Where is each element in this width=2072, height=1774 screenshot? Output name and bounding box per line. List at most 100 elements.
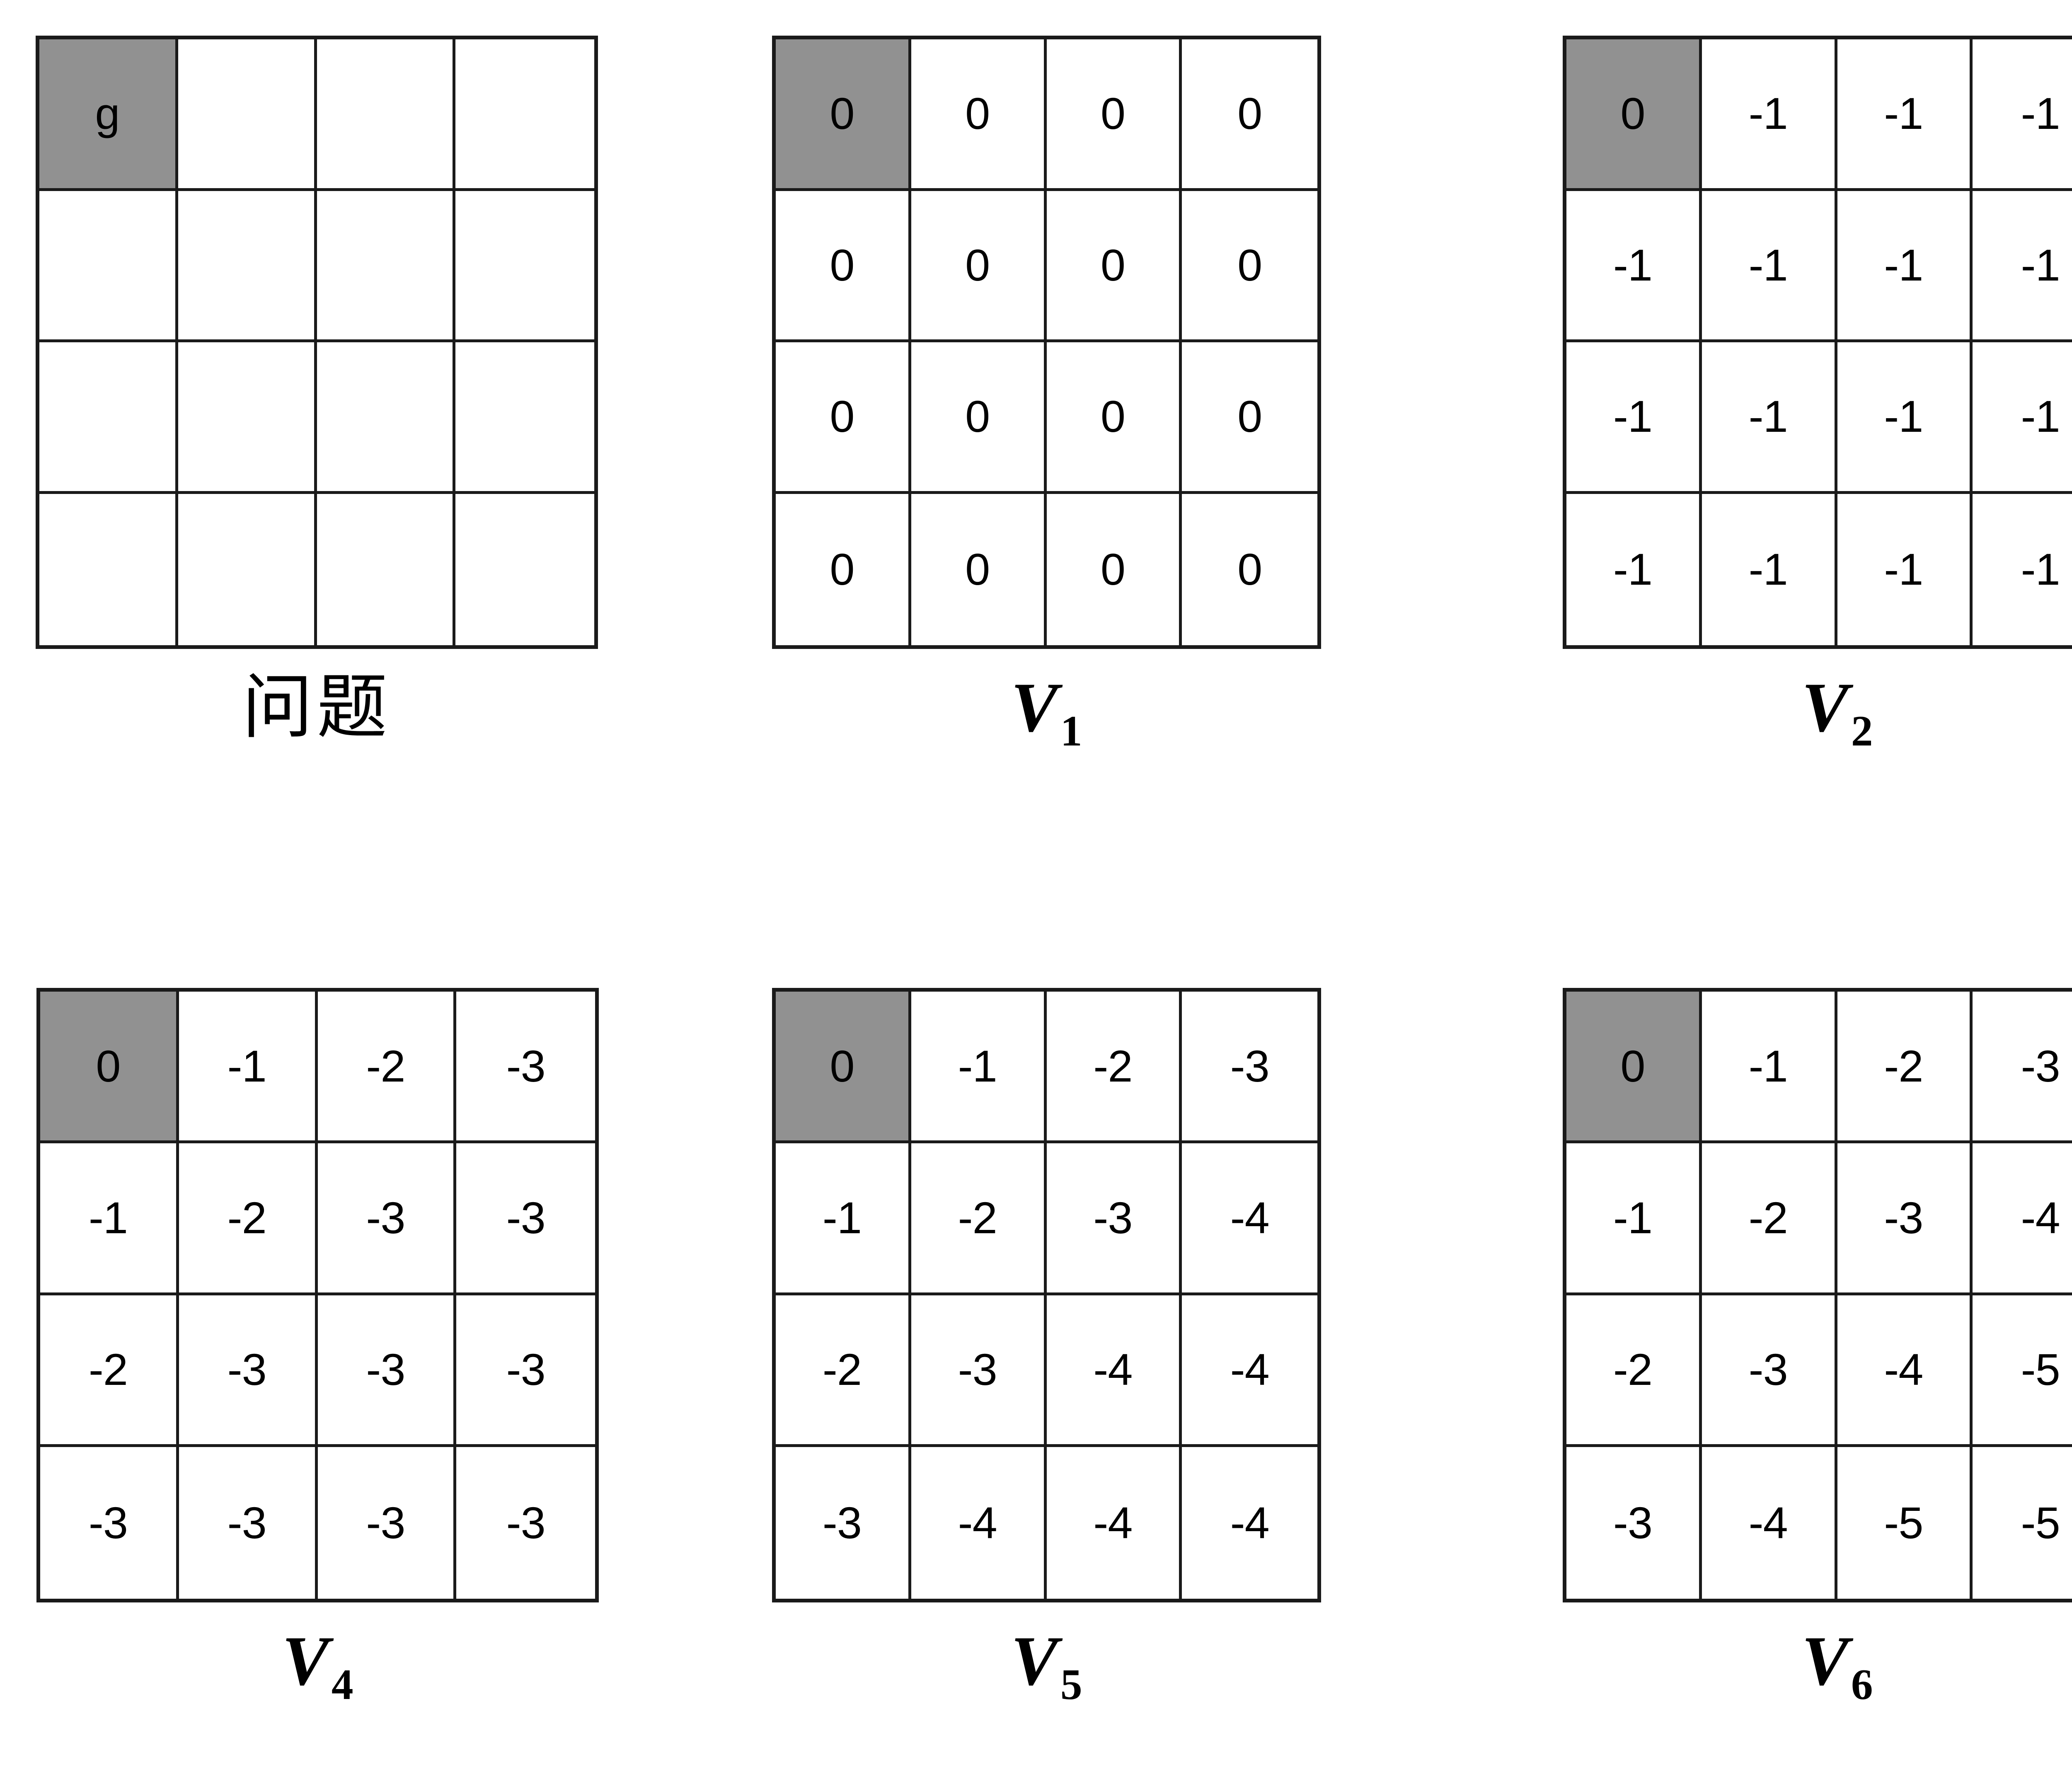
grid-cell bbox=[455, 191, 594, 342]
grid-cell bbox=[39, 191, 178, 342]
panel-label-text: V bbox=[282, 1622, 329, 1700]
panel-label-v1: V1 bbox=[1011, 672, 1082, 753]
grid-cell: -2 bbox=[911, 1143, 1047, 1295]
grid-cell: -2 bbox=[1566, 1295, 1702, 1447]
grid-cell: -3 bbox=[456, 1143, 595, 1295]
grid-cell: -1 bbox=[1566, 342, 1702, 494]
grid-cell: -3 bbox=[776, 1447, 911, 1599]
panel-label-text: 问题 bbox=[242, 666, 392, 748]
grid-cell: -3 bbox=[40, 1447, 179, 1599]
panel-label-subscript: 6 bbox=[1851, 1660, 1873, 1709]
value-grid-v6: 0-1-2-3-1-2-3-4-2-3-4-5-3-4-5-5 bbox=[1563, 988, 2072, 1602]
grid-cell: -1 bbox=[1566, 494, 1702, 645]
grid-cell: -2 bbox=[179, 1143, 318, 1295]
grid-cell bbox=[455, 342, 594, 494]
grid-cell: -4 bbox=[911, 1447, 1047, 1599]
grid-cell: 0 bbox=[1566, 992, 1702, 1144]
grid-cell: -3 bbox=[179, 1447, 318, 1599]
panel-label-subscript: 5 bbox=[1060, 1660, 1082, 1709]
grid-cell: -1 bbox=[1702, 992, 1837, 1144]
grid-cell bbox=[39, 342, 178, 494]
panel-label-problem: 问题 bbox=[242, 672, 391, 743]
grid-cell: -1 bbox=[40, 1143, 179, 1295]
grid-cell: -3 bbox=[1566, 1447, 1702, 1599]
grid-cell: -1 bbox=[1702, 342, 1837, 494]
grid-cell: -1 bbox=[1973, 39, 2072, 191]
panel-label-v4: V4 bbox=[282, 1626, 353, 1706]
grid-cell: -5 bbox=[1973, 1447, 2072, 1599]
grid-cell: 0 bbox=[1566, 39, 1702, 191]
grid-cell: -5 bbox=[1837, 1447, 1973, 1599]
grid-cell: -4 bbox=[1046, 1295, 1182, 1447]
grid-cell: -3 bbox=[456, 1447, 595, 1599]
grid-cell: 0 bbox=[776, 342, 911, 494]
grid-cell: -4 bbox=[1702, 1447, 1837, 1599]
grid-cell: -3 bbox=[317, 1143, 457, 1295]
grid-cell: -1 bbox=[1973, 191, 2072, 342]
grid-cell: -3 bbox=[911, 1295, 1047, 1447]
grid-cell: -1 bbox=[1837, 342, 1973, 494]
grid-cell bbox=[455, 39, 594, 191]
grid-cell: -2 bbox=[40, 1295, 179, 1447]
grid-cell bbox=[455, 494, 594, 645]
grid-cell: 0 bbox=[1182, 191, 1317, 342]
panel-label-text: V bbox=[1801, 668, 1849, 746]
grid-cell: -1 bbox=[1837, 191, 1973, 342]
panel-label-text: V bbox=[1801, 1622, 1849, 1700]
grid-cell: -1 bbox=[1973, 494, 2072, 645]
grid-cell: 0 bbox=[911, 191, 1047, 342]
value-grid-v2: 0-1-1-1-1-1-1-1-1-1-1-1-1-1-1-1 bbox=[1563, 36, 2072, 649]
grid-cell: -3 bbox=[179, 1295, 318, 1447]
grid-cell bbox=[317, 494, 456, 645]
panel-label-subscript: 1 bbox=[1060, 707, 1082, 755]
grid-cell bbox=[317, 342, 456, 494]
grid-cell bbox=[178, 39, 317, 191]
grid-cell: -3 bbox=[1973, 992, 2072, 1144]
grid-cell: -1 bbox=[1702, 39, 1837, 191]
grid-cell: 0 bbox=[776, 992, 911, 1144]
panel-label-text: V bbox=[1011, 668, 1058, 746]
value-grid-problem: g bbox=[36, 36, 598, 649]
grid-cell: -1 bbox=[1702, 191, 1837, 342]
grid-cell: -1 bbox=[1566, 1143, 1702, 1295]
panel-label-subscript: 2 bbox=[1851, 707, 1873, 755]
grid-cell: -1 bbox=[1837, 39, 1973, 191]
grid-panel-problem: g 问题 bbox=[36, 36, 598, 743]
grid-cell: 0 bbox=[911, 39, 1047, 191]
grid-cell: -4 bbox=[1837, 1295, 1973, 1447]
grid-cell: -4 bbox=[1182, 1143, 1317, 1295]
grid-cell: -4 bbox=[1973, 1143, 2072, 1295]
grid-cell: -3 bbox=[456, 992, 595, 1144]
grid-cell: -3 bbox=[1182, 992, 1317, 1144]
grid-cell: -4 bbox=[1182, 1447, 1317, 1599]
grid-cell: 0 bbox=[1046, 191, 1182, 342]
grid-cell: -2 bbox=[776, 1295, 911, 1447]
grid-cell: -2 bbox=[1837, 992, 1973, 1144]
grid-cell: -3 bbox=[1837, 1143, 1973, 1295]
grid-cell: -1 bbox=[1837, 494, 1973, 645]
grid-cell: 0 bbox=[1182, 342, 1317, 494]
grid-cell: -2 bbox=[317, 992, 457, 1144]
grid-cell: g bbox=[39, 39, 178, 191]
grid-cell: -2 bbox=[1046, 992, 1182, 1144]
value-grid-v5: 0-1-2-3-1-2-3-4-2-3-4-4-3-4-4-4 bbox=[772, 988, 1321, 1602]
grid-cell: -1 bbox=[776, 1143, 911, 1295]
panel-label-text: V bbox=[1011, 1622, 1058, 1700]
panel-label-subscript: 4 bbox=[331, 1660, 353, 1709]
grid-cell: -5 bbox=[1973, 1295, 2072, 1447]
grid-cell: -3 bbox=[456, 1295, 595, 1447]
grid-cell: -4 bbox=[1046, 1447, 1182, 1599]
grid-cell: -3 bbox=[1046, 1143, 1182, 1295]
grid-cell: 0 bbox=[776, 39, 911, 191]
grid-cell bbox=[178, 342, 317, 494]
grid-cell: -3 bbox=[317, 1295, 457, 1447]
grid-cell: 0 bbox=[911, 342, 1047, 494]
grid-cell: -2 bbox=[1702, 1143, 1837, 1295]
grid-cell: -1 bbox=[179, 992, 318, 1144]
grid-cell: 0 bbox=[1046, 39, 1182, 191]
grid-cell: -3 bbox=[317, 1447, 457, 1599]
